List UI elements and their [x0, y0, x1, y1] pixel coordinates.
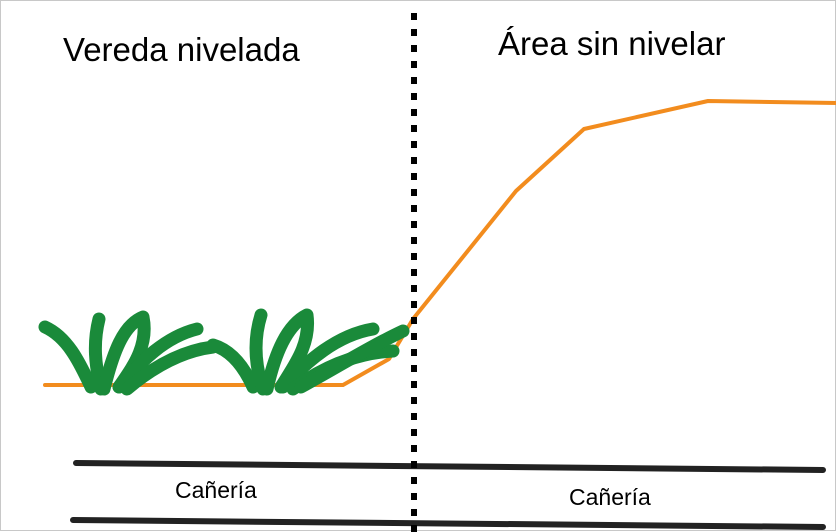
grass-icon — [206, 308, 410, 396]
right-zone-label: Área sin nivelar — [498, 25, 726, 62]
ground-profile-line — [43, 99, 836, 387]
pipe-label-right: Cañería — [569, 484, 651, 510]
pipe-top-line — [73, 460, 826, 473]
pipe-label-left: Cañería — [175, 477, 257, 503]
pipe-bottom-line — [70, 517, 826, 530]
grass-icon — [38, 310, 220, 396]
left-zone-label: Vereda nivelada — [63, 31, 300, 68]
